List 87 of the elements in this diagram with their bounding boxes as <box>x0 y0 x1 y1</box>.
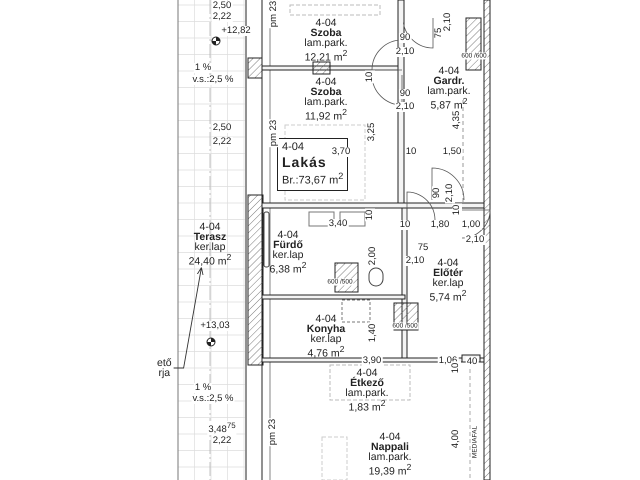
room-area: 24,40 m$^{2}$ <box>188 252 232 266</box>
dimension-label: 90 <box>432 186 442 200</box>
dimension-label: 75 <box>434 26 444 40</box>
dimension-label: 10 <box>452 204 462 216</box>
dimension-label: pm 23 <box>268 418 278 446</box>
room-area: 5,74 m$^{2}$ <box>430 288 466 302</box>
room-number: 4-04 <box>438 258 458 268</box>
room-name: Szoba <box>310 87 342 97</box>
dimension-label: 75 <box>416 243 430 253</box>
floor-finish: lam.park. <box>304 38 348 48</box>
room-area: 12,21 m$^{2}$ <box>304 48 348 62</box>
leader-line <box>173 267 204 368</box>
floor-finish: lam.park. <box>345 388 389 398</box>
dimension-label: 4,00 <box>451 428 461 450</box>
dimension-label: 10 <box>404 147 418 157</box>
room-number: 4-04 <box>316 314 336 324</box>
floor-finish: lam.park. <box>304 97 348 107</box>
room-name: Konyha <box>306 324 346 334</box>
dimension-label: 4,35 <box>452 110 462 130</box>
dimension-label: 10 <box>365 70 375 84</box>
dimension-label: 90 <box>398 33 412 43</box>
dimension-label: 3,48$^{75}$ <box>207 420 237 436</box>
room-number: 4-04 <box>315 18 336 28</box>
dimension-label: pm 23 <box>269 0 279 28</box>
dimension-label: +12,82 <box>220 26 252 36</box>
room-area: 11,92 m$^{2}$ <box>304 107 348 122</box>
dimension-label: 3,40 <box>328 219 348 229</box>
room-name: Fürdő <box>273 240 303 250</box>
room-area: 1,83 m$^{2}$ <box>348 398 386 412</box>
callout-text: rja <box>158 368 170 378</box>
room-number: 4-04 <box>438 66 460 76</box>
dimension-label: 10 <box>398 220 412 230</box>
dimension-label: 2,50 <box>212 1 232 11</box>
dimension-label: 2,10 <box>443 12 453 32</box>
room-name: Nappali <box>371 442 409 452</box>
callout-text: ető <box>157 358 172 368</box>
room-number: 4-04 <box>356 368 378 378</box>
room-name: Terasz <box>194 232 226 242</box>
dimension-label: 40 <box>466 357 478 367</box>
dimension-label: +13,03 <box>199 321 231 331</box>
dimension-label: 2,10 <box>404 256 426 266</box>
dimension-label: v.s.:2,5 % <box>192 75 234 85</box>
dimension-label: v.s.:2,5 % <box>192 394 234 404</box>
dimension-label: 1 % <box>194 383 212 393</box>
dimension-label: 2,10 <box>464 235 486 245</box>
room-name: Gardr. <box>434 76 464 86</box>
floor-finish: ker.lap <box>194 242 226 252</box>
dimension-label: 2,22 <box>212 137 232 147</box>
dimension-label: 2,50 <box>212 123 232 133</box>
room-number: 4-04 <box>315 77 336 87</box>
room-number: 4-04 <box>200 222 220 232</box>
dimension-label: 2,10 <box>394 47 416 57</box>
dimension-label: 2,22 <box>212 12 232 22</box>
dimension-label: 1 % <box>194 63 212 73</box>
room-area: 5,87 m$^{2}$ <box>430 96 468 110</box>
floor-finish: ker.lap <box>310 334 342 344</box>
room-area: 6,38 m$^{2}$ <box>270 260 306 274</box>
room-name: Étkező <box>350 378 384 388</box>
dimension-label: 2,22 <box>212 436 232 446</box>
floor-area: Br.:73,67 m$^{2}$ <box>282 170 344 188</box>
floor-finish: lam.park. <box>368 452 412 462</box>
apartment-number: 4-04 <box>282 141 304 154</box>
room-name: Előtér <box>433 268 463 278</box>
dimension-label: 1,80 <box>430 220 450 230</box>
dimension-label: 1,50 <box>442 147 462 157</box>
room-area: 4,76 m$^{2}$ <box>308 344 344 358</box>
floor-finish: ker.lap <box>432 278 464 288</box>
room-area: 19,39 m$^{2}$ <box>368 462 412 476</box>
room-name: Szoba <box>310 28 342 38</box>
dimension-label: 2,10 <box>445 182 455 204</box>
dimension-label: 1,40 <box>368 322 378 344</box>
apartment-label-box <box>277 138 348 191</box>
room-number: 4-04 <box>379 432 400 442</box>
dimension-label: 3,90 <box>362 356 382 366</box>
dimension-label: 2,10 <box>394 102 416 112</box>
dimension-label: 3,25 <box>367 122 377 142</box>
dimension-label: 10 <box>365 208 375 222</box>
dimension-label: 90 <box>398 89 412 99</box>
dimension-label: 2,00 <box>368 246 378 266</box>
dimension-label: 10 <box>451 362 461 374</box>
dimension-label: 3,70 <box>330 147 352 157</box>
room-number: 4-04 <box>278 230 298 240</box>
dimension-label: 1,00 <box>460 220 482 230</box>
floor-finish: ker.lap <box>272 250 304 260</box>
apartment-name: Lakás <box>282 154 327 170</box>
dimension-label: pm 23 <box>269 118 279 148</box>
floor-finish: lam.park. <box>427 86 471 96</box>
